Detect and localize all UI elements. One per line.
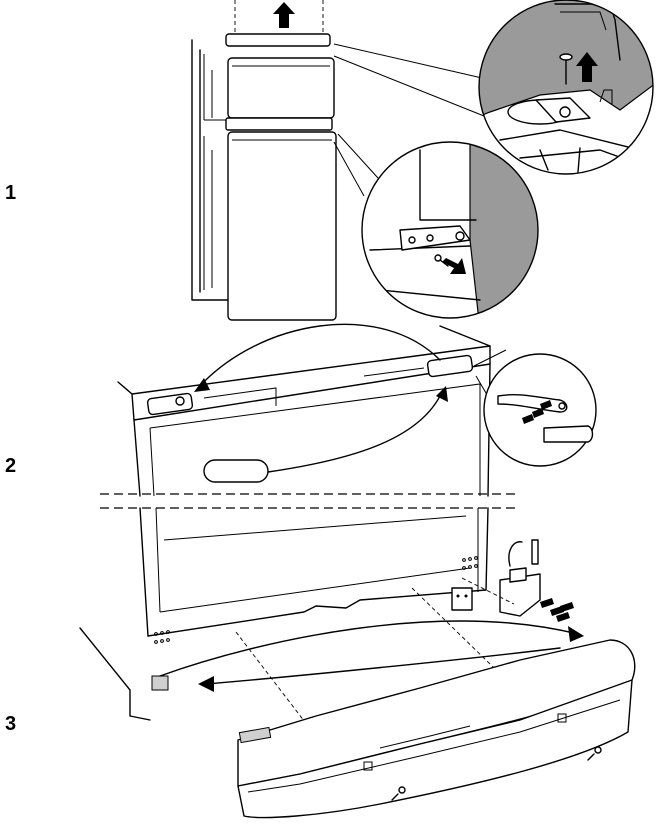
cabinet-foot bbox=[151, 675, 169, 691]
step-2-door bbox=[100, 323, 518, 509]
screw-icon bbox=[559, 53, 573, 85]
step-3-lower-door bbox=[79, 507, 584, 761]
screw-icon bbox=[434, 254, 449, 267]
curved-arrow-icon bbox=[197, 323, 441, 389]
arrow-down-right-icon bbox=[442, 258, 466, 274]
vent-holes-right bbox=[462, 556, 478, 570]
curved-arrow-icon bbox=[508, 541, 523, 567]
curved-arrow-icon bbox=[159, 620, 579, 677]
curved-arrow-icon bbox=[267, 391, 443, 473]
arrow-up-icon bbox=[273, 2, 295, 28]
detail-door-hinge bbox=[483, 353, 597, 467]
vent-holes-left bbox=[154, 630, 170, 644]
fridge-door bbox=[227, 131, 337, 321]
detail-circle-top bbox=[478, 0, 654, 175]
detail-circle-middle bbox=[361, 141, 539, 319]
step-number-3: 3 bbox=[5, 713, 17, 735]
cabinet-left-edge bbox=[191, 39, 233, 301]
step-number-1: 1 bbox=[5, 182, 17, 204]
arrow-up-icon bbox=[576, 52, 598, 82]
middle-hinge bbox=[225, 117, 333, 131]
detail-middle-hinge bbox=[361, 141, 539, 319]
door-bottom-edge bbox=[147, 589, 487, 637]
screw-icon bbox=[522, 400, 552, 424]
step-number-2: 2 bbox=[5, 455, 17, 477]
freezer-door bbox=[227, 57, 335, 119]
screw-icon bbox=[391, 746, 602, 801]
door-hinge-plate bbox=[451, 587, 473, 611]
hinge-pocket-right bbox=[426, 354, 474, 378]
base-grille-panel bbox=[237, 639, 636, 819]
door-handle-pocket bbox=[203, 459, 269, 483]
panel-tab bbox=[238, 726, 272, 744]
detail-top-hinge bbox=[478, 0, 654, 175]
curved-arrow-icon bbox=[205, 647, 561, 685]
top-hinge-cover bbox=[225, 33, 331, 47]
screw-icon bbox=[531, 539, 574, 622]
bottom-hinge-bracket bbox=[499, 573, 541, 617]
step-1-fridge bbox=[191, 0, 485, 321]
